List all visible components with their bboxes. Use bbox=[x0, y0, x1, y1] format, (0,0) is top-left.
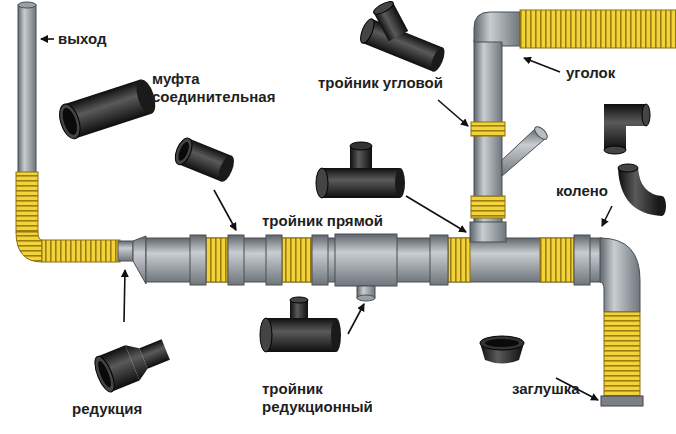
icon-body bbox=[322, 168, 400, 198]
icon-opening bbox=[485, 339, 519, 347]
straight-tee bbox=[335, 234, 397, 286]
corrugated-pipe bbox=[604, 312, 640, 396]
icon-opening bbox=[60, 106, 80, 136]
leader-arrows bbox=[41, 39, 612, 400]
icon-opening bbox=[604, 146, 626, 154]
elbow-icon bbox=[618, 164, 666, 216]
corrugated-pipe bbox=[206, 238, 228, 282]
pipe-end bbox=[357, 295, 375, 301]
leader-arrow bbox=[41, 38, 54, 40]
icon-opening bbox=[316, 168, 328, 198]
icon-end bbox=[331, 318, 341, 352]
icon-body bbox=[139, 339, 169, 368]
part-label: заглушка bbox=[512, 380, 580, 398]
icon-opening bbox=[350, 142, 372, 150]
outlet-pipe bbox=[16, 2, 120, 262]
coupling bbox=[574, 235, 590, 285]
icon-body bbox=[604, 104, 646, 150]
corrugated-pipe bbox=[16, 172, 38, 232]
riser-pipe bbox=[470, 10, 676, 242]
icon-opening bbox=[290, 297, 308, 303]
end-cap bbox=[601, 396, 643, 406]
coupling bbox=[190, 235, 206, 285]
part-label: тройник угловой bbox=[318, 74, 443, 92]
corrugated-pipe bbox=[520, 10, 676, 48]
corner-elbow bbox=[474, 12, 520, 46]
pipe-end bbox=[18, 2, 36, 8]
end-branch bbox=[600, 238, 643, 406]
leader-arrow bbox=[124, 270, 125, 322]
reduction-cone bbox=[133, 236, 146, 284]
icon-end bbox=[395, 168, 405, 198]
reducing-tee-icon bbox=[260, 297, 341, 352]
corrugated-pipe bbox=[471, 122, 505, 136]
icon-end bbox=[216, 153, 238, 183]
pipe-bend bbox=[600, 238, 640, 312]
icon-opening bbox=[260, 318, 272, 352]
reduction-fitting bbox=[118, 236, 146, 284]
icon-end bbox=[658, 196, 666, 216]
corrugated-pipe bbox=[448, 238, 470, 282]
pipe-segment bbox=[18, 5, 36, 173]
corrugated-pipe bbox=[42, 240, 120, 262]
reduction-icon bbox=[91, 332, 173, 395]
corrugated-pipe bbox=[540, 238, 574, 282]
icon-opening bbox=[618, 164, 638, 172]
part-label: тройник прямой bbox=[262, 212, 383, 230]
corrugated-bend bbox=[16, 232, 42, 262]
leader-arrow bbox=[348, 304, 364, 334]
pipe-end bbox=[533, 125, 550, 142]
corner-icon bbox=[604, 104, 650, 154]
part-label: тройник редукционный bbox=[262, 380, 373, 416]
leader-arrow bbox=[602, 206, 612, 226]
part-label: выход bbox=[58, 30, 107, 48]
icon-opening bbox=[176, 141, 191, 163]
leader-arrow bbox=[524, 58, 560, 72]
corrugated-pipe bbox=[282, 238, 312, 282]
leader-arrow bbox=[214, 190, 236, 230]
coupling-icon bbox=[56, 77, 159, 141]
icon-opening bbox=[372, 0, 395, 17]
coupling bbox=[312, 235, 328, 285]
corrugated-pipe bbox=[471, 196, 505, 218]
tee-socket bbox=[470, 222, 506, 242]
part-label: муфта соединительная bbox=[152, 70, 275, 106]
coupling bbox=[430, 235, 448, 285]
icon-end bbox=[172, 136, 195, 167]
cap-icon bbox=[480, 336, 524, 364]
icon-body bbox=[266, 318, 336, 352]
icon-body bbox=[618, 168, 662, 216]
coupling bbox=[228, 235, 244, 285]
coupling-icon bbox=[172, 136, 237, 184]
leader-arrow bbox=[438, 100, 468, 126]
icon-end bbox=[56, 102, 84, 142]
part-label: редукция bbox=[72, 400, 142, 418]
part-label: колено bbox=[556, 182, 608, 200]
icon-end bbox=[428, 46, 447, 74]
leader-arrow bbox=[406, 196, 466, 232]
pipe-segment bbox=[118, 241, 133, 261]
part-label: уголок bbox=[566, 64, 615, 82]
icon-opening bbox=[96, 360, 114, 389]
icon-rim bbox=[480, 336, 524, 350]
straight-tee-icon bbox=[316, 142, 405, 198]
angle-tee-icon bbox=[358, 0, 447, 73]
icon-opening bbox=[642, 104, 650, 126]
main-pipe bbox=[146, 234, 602, 301]
icon-opening bbox=[91, 354, 118, 394]
icon-opening bbox=[358, 17, 377, 45]
coupling bbox=[266, 235, 282, 285]
